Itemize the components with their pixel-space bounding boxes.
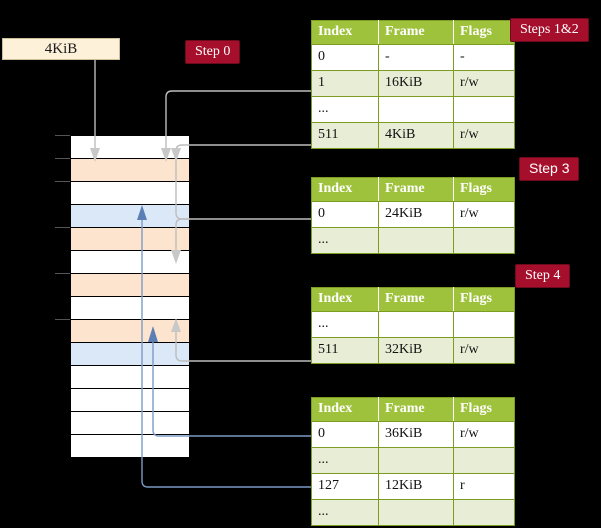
table-cell-flags (453, 227, 515, 254)
table-row: ... (311, 96, 515, 123)
table-row: ... (311, 499, 515, 526)
table-cell-flags: r/w (453, 337, 515, 364)
column-header-frame: Frame (378, 20, 454, 45)
table-cell-frame (378, 499, 454, 526)
table-row: ... (311, 311, 515, 338)
column-header-index: Index (311, 177, 379, 202)
memory-scale-tick (55, 319, 70, 320)
column-header-frame: Frame (378, 177, 454, 202)
table-row: ... (311, 447, 515, 474)
column-header-flags: Flags (453, 397, 515, 422)
physical-memory-column (70, 135, 190, 458)
memory-scale-tick (55, 135, 70, 136)
memory-frame-block (70, 411, 190, 435)
memory-frame-block (70, 181, 190, 205)
memory-frame-block (70, 158, 190, 182)
table-row: 0-- (311, 44, 515, 71)
table-cell-index: ... (311, 447, 379, 474)
step-badge-step0: Step 0 (186, 41, 240, 63)
table-cell-frame (378, 227, 454, 254)
memory-frame-block (70, 273, 190, 297)
memory-scale-tick (55, 181, 70, 182)
memory-scale-tick (55, 227, 70, 228)
table-cell-frame: - (378, 44, 454, 71)
table-cell-flags (453, 499, 515, 526)
source-frame-label: 4KiB (44, 41, 78, 57)
memory-frame-block (70, 342, 190, 366)
column-header-frame: Frame (378, 287, 454, 312)
table-cell-index: 1 (311, 70, 379, 97)
memory-frame-block (70, 434, 190, 458)
memory-frame-block (70, 319, 190, 343)
table-cell-index: ... (311, 227, 379, 254)
memory-scale-tick (55, 158, 70, 159)
step-badge-steps12: Steps 1&2 (511, 19, 588, 41)
memory-frame-block (70, 388, 190, 412)
table-row: ... (311, 227, 515, 254)
table-cell-flags: r/w (453, 421, 515, 448)
table-cell-frame: 12KiB (378, 473, 454, 500)
memory-scale-tick (55, 273, 70, 274)
memory-frame-block (70, 365, 190, 389)
table-cell-flags (453, 96, 515, 123)
memory-frame-block (70, 135, 190, 159)
table-cell-index: ... (311, 96, 379, 123)
table-cell-frame: 32KiB (378, 337, 454, 364)
table-cell-index: 0 (311, 421, 379, 448)
memory-frame-block (70, 250, 190, 274)
wire-l3-entry-to-mem (175, 150, 311, 220)
column-header-flags: Flags (453, 177, 515, 202)
table-cell-frame (378, 447, 454, 474)
table-cell-frame: 16KiB (378, 70, 454, 97)
table-cell-index: ... (311, 311, 379, 338)
table-cell-flags: r/w (453, 122, 515, 149)
column-header-index: Index (311, 397, 379, 422)
table-cell-flags: r/w (453, 70, 515, 97)
table-cell-index: 511 (311, 122, 379, 149)
step-badge-step4: Step 4 (516, 265, 570, 287)
table-cell-index: 127 (311, 473, 379, 500)
wire-l2-entry-to-mem (175, 332, 311, 362)
table-cell-index: 0 (311, 201, 379, 228)
step-badge-step3: Step 3 (520, 158, 579, 180)
table-cell-flags: r (453, 473, 515, 500)
table-cell-frame: 24KiB (378, 201, 454, 228)
table-cell-index: 0 (311, 44, 379, 71)
column-header-index: Index (311, 20, 379, 45)
memory-frame-block (70, 204, 190, 228)
table-cell-flags (453, 311, 515, 338)
table-cell-frame (378, 311, 454, 338)
memory-frame-block (70, 227, 190, 251)
memory-frame-block (70, 296, 190, 320)
column-header-flags: Flags (453, 20, 515, 45)
column-header-index: Index (311, 287, 379, 312)
table-cell-flags: r/w (453, 201, 515, 228)
table-cell-index: ... (311, 499, 379, 526)
table-cell-flags (453, 447, 515, 474)
column-header-flags: Flags (453, 287, 515, 312)
table-cell-frame (378, 96, 454, 123)
table-cell-frame: 36KiB (378, 421, 454, 448)
column-header-frame: Frame (378, 397, 454, 422)
table-cell-index: 511 (311, 337, 379, 364)
source-frame-box: 4KiB (2, 38, 120, 60)
table-cell-flags: - (453, 44, 515, 71)
table-cell-frame: 4KiB (378, 122, 454, 149)
